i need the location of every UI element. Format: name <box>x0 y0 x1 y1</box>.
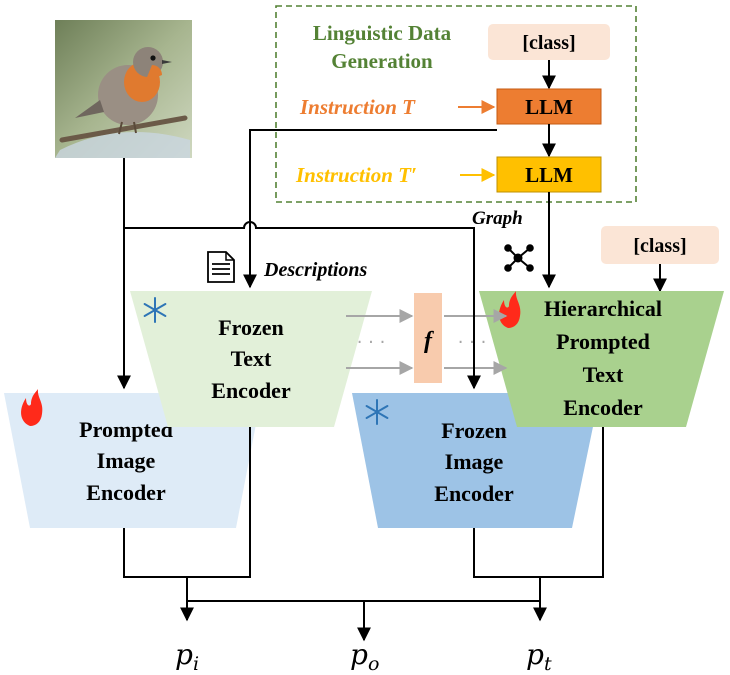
document-icon <box>207 251 235 283</box>
linguistic-title-line2: Generation <box>331 49 433 73</box>
linguistic-data-generation-box <box>275 5 637 203</box>
snowflake-icon <box>143 297 167 323</box>
class-input-box-2 <box>601 226 719 264</box>
graph-icon <box>504 244 534 272</box>
output-p-t: pt <box>526 638 552 675</box>
hierarchical-encoder-line3: Text <box>583 362 624 387</box>
frozen-text-encoder <box>130 291 372 427</box>
linguistic-title-line1: Linguistic Data <box>313 21 452 45</box>
prompted-image-encoder-line2: Image <box>97 448 156 473</box>
class-input-box <box>488 24 610 60</box>
llm-label-1: LLM <box>525 95 573 119</box>
bird-image <box>55 20 192 158</box>
class-input-label: [class] <box>522 32 575 54</box>
prompted-image-encoder-line3: Encoder <box>86 480 166 505</box>
hierarchical-prompted-text-encoder <box>479 291 724 427</box>
class-input-label-2: [class] <box>633 235 686 257</box>
graph-label: Graph <box>472 208 523 229</box>
hierarchical-encoder-line2: Prompted <box>556 329 650 354</box>
output-p-o: po <box>350 638 379 675</box>
frozen-text-encoder-line3: Encoder <box>211 378 291 403</box>
f-box <box>414 293 442 383</box>
instruction-t-label: Instruction T <box>299 95 416 119</box>
llm-box-2 <box>496 156 602 193</box>
frozen-image-encoder-line3: Encoder <box>434 481 514 506</box>
llm-label-2: LLM <box>525 163 573 187</box>
dots-right: · · · <box>458 332 487 353</box>
descriptions-label: Descriptions <box>263 259 368 281</box>
hierarchical-encoder-line1: Hierarchical <box>544 296 662 321</box>
frozen-image-encoder-line2: Image <box>445 449 504 474</box>
hierarchical-encoder-line4: Encoder <box>563 395 643 420</box>
output-p-i: pi <box>175 638 199 675</box>
frozen-text-encoder-line1: Frozen <box>218 315 284 340</box>
llm-box-1 <box>496 88 602 125</box>
snowflake-icon <box>365 399 389 425</box>
fire-icon <box>21 389 43 426</box>
frozen-image-encoder-line1: Frozen <box>441 418 507 443</box>
prompted-image-encoder-line1: Prompted <box>79 417 173 442</box>
f-label: f <box>424 328 434 354</box>
frozen-text-encoder-line2: Text <box>231 346 272 371</box>
instruction-t-prime-label: Instruction T′ <box>295 163 417 187</box>
dots-left: · · · <box>357 332 386 353</box>
